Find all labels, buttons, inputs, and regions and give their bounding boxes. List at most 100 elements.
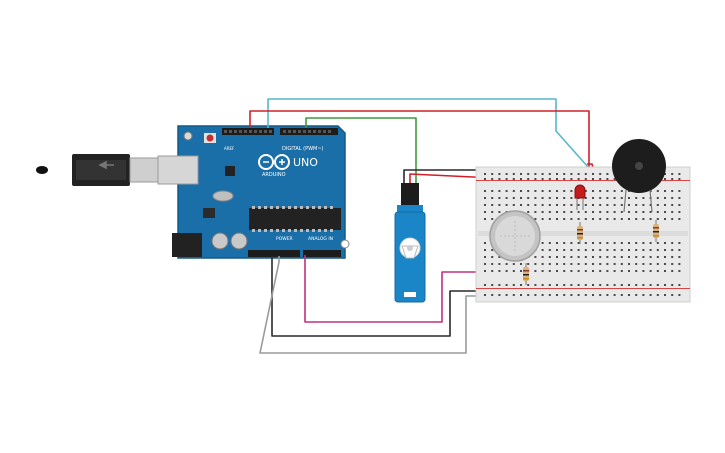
- breadboard-hole[interactable]: [541, 242, 544, 244]
- breadboard-hole[interactable]: [613, 197, 616, 199]
- breadboard-hole[interactable]: [491, 294, 494, 296]
- breadboard-hole[interactable]: [534, 211, 537, 213]
- breadboard-hole[interactable]: [570, 249, 573, 251]
- breadboard-hole[interactable]: [620, 294, 623, 296]
- breadboard-hole[interactable]: [534, 294, 537, 296]
- breadboard-hole[interactable]: [505, 263, 508, 265]
- breadboard-hole[interactable]: [599, 211, 602, 213]
- breadboard-hole[interactable]: [512, 284, 515, 286]
- breadboard-hole[interactable]: [592, 197, 594, 199]
- breadboard-hole[interactable]: [620, 256, 623, 258]
- breadboard-hole[interactable]: [642, 204, 645, 206]
- breadboard-hole[interactable]: [613, 263, 616, 265]
- wire-black-gnd[interactable]: [271, 256, 486, 337]
- breadboard-hole[interactable]: [541, 270, 544, 272]
- breadboard-hole[interactable]: [505, 190, 508, 192]
- breadboard-hole[interactable]: [491, 211, 494, 213]
- breadboard-hole[interactable]: [599, 218, 602, 220]
- breadboard-hole[interactable]: [656, 294, 659, 296]
- breadboard-hole[interactable]: [556, 178, 558, 180]
- breadboard-hole[interactable]: [664, 256, 666, 258]
- breadboard-hole[interactable]: [527, 204, 530, 206]
- breadboard-hole[interactable]: [570, 294, 573, 296]
- breadboard-hole[interactable]: [570, 197, 573, 199]
- breadboard-hole[interactable]: [649, 284, 652, 286]
- breadboard-hole[interactable]: [570, 284, 573, 286]
- breadboard-hole[interactable]: [584, 270, 587, 272]
- breadboard-hole[interactable]: [620, 263, 623, 265]
- breadboard-hole[interactable]: [613, 178, 616, 180]
- breadboard-hole[interactable]: [491, 178, 494, 180]
- breadboard-hole[interactable]: [491, 197, 494, 199]
- breadboard-hole[interactable]: [563, 242, 566, 244]
- breadboard-hole[interactable]: [606, 284, 609, 286]
- breadboard-hole[interactable]: [606, 197, 609, 199]
- breadboard-hole[interactable]: [678, 249, 681, 251]
- breadboard-hole[interactable]: [563, 178, 566, 180]
- breadboard-hole[interactable]: [664, 211, 666, 213]
- breadboard-hole[interactable]: [642, 218, 645, 220]
- breadboard-hole[interactable]: [628, 197, 630, 199]
- breadboard-hole[interactable]: [635, 249, 638, 251]
- breadboard-hole[interactable]: [556, 256, 558, 258]
- breadboard-hole[interactable]: [635, 242, 638, 244]
- breadboard-hole[interactable]: [642, 249, 645, 251]
- breadboard-hole[interactable]: [570, 256, 573, 258]
- breadboard-hole[interactable]: [606, 178, 609, 180]
- breadboard-hole[interactable]: [512, 178, 515, 180]
- breadboard-hole[interactable]: [649, 204, 652, 206]
- breadboard-hole[interactable]: [563, 204, 566, 206]
- breadboard-hole[interactable]: [592, 249, 594, 251]
- breadboard-hole[interactable]: [656, 197, 659, 199]
- breadboard-hole[interactable]: [548, 242, 551, 244]
- breadboard-hole[interactable]: [628, 218, 630, 220]
- wire-magenta[interactable]: [304, 255, 484, 323]
- breadboard-hole[interactable]: [606, 242, 609, 244]
- breadboard-hole[interactable]: [512, 197, 515, 199]
- breadboard-hole[interactable]: [599, 263, 602, 265]
- breadboard-hole[interactable]: [570, 242, 573, 244]
- breadboard-hole[interactable]: [541, 294, 544, 296]
- breadboard-hole[interactable]: [505, 294, 508, 296]
- breadboard-hole[interactable]: [534, 270, 537, 272]
- breadboard-hole[interactable]: [592, 204, 594, 206]
- breadboard-hole[interactable]: [577, 294, 580, 296]
- breadboard-hole[interactable]: [628, 263, 630, 265]
- breadboard-hole[interactable]: [491, 256, 494, 258]
- breadboard-hole[interactable]: [484, 284, 486, 286]
- breadboard-hole[interactable]: [556, 249, 558, 251]
- breadboard-hole[interactable]: [671, 256, 674, 258]
- breadboard-hole[interactable]: [527, 178, 530, 180]
- breadboard-hole[interactable]: [628, 242, 630, 244]
- breadboard-hole[interactable]: [664, 178, 666, 180]
- breadboard-hole[interactable]: [620, 284, 623, 286]
- breadboard-hole[interactable]: [548, 173, 551, 175]
- breadboard-hole[interactable]: [541, 249, 544, 251]
- breadboard-hole[interactable]: [570, 190, 573, 192]
- breadboard-hole[interactable]: [599, 242, 602, 244]
- breadboard-hole[interactable]: [678, 242, 681, 244]
- breadboard-hole[interactable]: [548, 249, 551, 251]
- breadboard-hole[interactable]: [584, 284, 587, 286]
- breadboard-hole[interactable]: [620, 270, 623, 272]
- breadboard-hole[interactable]: [664, 284, 666, 286]
- breadboard-hole[interactable]: [606, 270, 609, 272]
- breadboard-hole[interactable]: [534, 256, 537, 258]
- breadboard-hole[interactable]: [570, 211, 573, 213]
- breadboard-hole[interactable]: [649, 270, 652, 272]
- breadboard-hole[interactable]: [664, 270, 666, 272]
- breadboard-hole[interactable]: [541, 263, 544, 265]
- breadboard-hole[interactable]: [635, 204, 638, 206]
- breadboard-hole[interactable]: [592, 270, 594, 272]
- breadboard-hole[interactable]: [592, 256, 594, 258]
- breadboard-hole[interactable]: [505, 270, 508, 272]
- breadboard-hole[interactable]: [512, 270, 515, 272]
- wire-green[interactable]: [305, 117, 417, 183]
- breadboard-hole[interactable]: [556, 173, 558, 175]
- breadboard-hole[interactable]: [613, 284, 616, 286]
- breadboard-hole[interactable]: [678, 263, 681, 265]
- breadboard-hole[interactable]: [628, 294, 630, 296]
- breadboard-hole[interactable]: [584, 294, 587, 296]
- breadboard-hole[interactable]: [570, 204, 573, 206]
